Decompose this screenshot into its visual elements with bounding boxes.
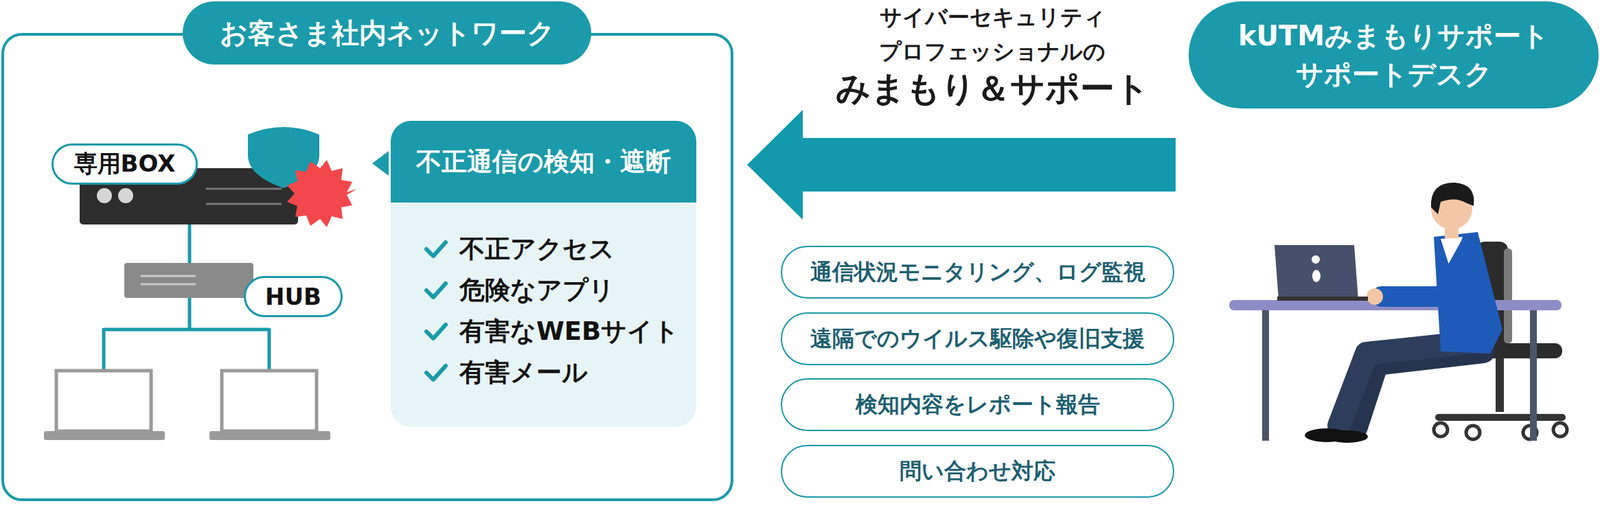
person-illustration-part	[1553, 423, 1568, 437]
person-illustration-part	[1431, 182, 1475, 215]
laptop-icon-part	[209, 431, 331, 441]
network-wires-part	[188, 224, 192, 264]
check-icon	[423, 238, 449, 260]
check-mark	[426, 366, 446, 380]
service-pill: 検知内容をレポート報告	[780, 378, 1175, 432]
check-icon	[423, 321, 449, 342]
device-label: HUB	[243, 276, 343, 318]
person-illustration-part	[1274, 245, 1359, 301]
service-pill: 遠隔でのウイルス駆除や復旧支援	[780, 312, 1175, 366]
check-item: 不正アクセス	[423, 228, 697, 270]
server-device-part	[206, 188, 282, 191]
person-illustration-part	[1312, 269, 1321, 283]
check-item: 危険なアプリ	[423, 269, 697, 312]
person-illustration-part	[1503, 248, 1513, 344]
callout-title: 不正通信の検知・遮断	[390, 120, 697, 203]
network-wires-part	[188, 298, 192, 330]
person-illustration-part	[1523, 425, 1537, 440]
laptop-icon	[43, 370, 331, 441]
service-pill: 問い合わせ対応	[780, 444, 1175, 498]
person-illustration-part	[1366, 288, 1384, 305]
hub-device-part	[124, 263, 254, 299]
check-item-text: 有害メール	[459, 355, 588, 391]
laptop-icon-part	[221, 370, 317, 432]
check-icon	[423, 280, 449, 301]
check-mark	[426, 242, 446, 257]
person-illustration-part	[1229, 300, 1562, 311]
person-illustration-part	[1440, 236, 1463, 270]
desk-text: kUTMみまもりサポート サポートデスク	[1232, 16, 1556, 94]
network-wires-part	[267, 328, 272, 371]
alert-burst-part	[287, 160, 358, 228]
hub-device-part	[140, 275, 196, 278]
person-illustration-part	[1529, 309, 1537, 441]
person-illustration-part	[1304, 428, 1349, 443]
alert-burst	[287, 160, 358, 228]
person-illustration-part	[1381, 247, 1470, 297]
person-illustration-part	[1326, 430, 1368, 443]
person-illustration-part	[1277, 296, 1368, 301]
callout-pointer	[372, 151, 389, 176]
person-illustration-part	[1311, 255, 1320, 264]
server-device-part	[206, 203, 282, 206]
hub-device	[124, 263, 254, 299]
panel-title: お客さま社内ネットワーク	[182, 1, 592, 65]
person-illustration-part	[1339, 341, 1477, 426]
support-desk-box: kUTMみまもりサポート サポートデスク	[1188, 1, 1599, 109]
service-pill: 通信状況モニタリング、ログ監視	[780, 245, 1175, 299]
network-panel: お客さま社内ネットワーク専用BOXHUB不正通信の検知・遮断不正アクセス危険なア…	[1, 32, 734, 502]
headline-label: みまもり＆サポート	[786, 67, 1199, 110]
check-item: 有害なWEBサイト	[423, 311, 697, 353]
shield-icon-part	[247, 127, 320, 189]
person-illustration-part	[1262, 309, 1270, 441]
check-icon	[423, 362, 449, 384]
server-device-part	[118, 188, 134, 204]
server-device-part	[96, 188, 112, 204]
person-illustration	[1229, 182, 1568, 443]
check-mark	[426, 283, 446, 298]
person-illustration-part	[1438, 414, 1563, 421]
network-wires-part	[102, 328, 106, 371]
check-list: 不正アクセス危険なアプリ有害なWEBサイト有害メール	[390, 202, 697, 394]
check-item-text: 不正アクセス	[459, 232, 615, 267]
person-illustration-part	[1448, 343, 1563, 359]
person-illustration-part	[1356, 351, 1484, 428]
tagline-label: サイバーセキュリティ プロフェッショナルの	[841, 0, 1144, 69]
person-illustration-part	[1466, 425, 1480, 440]
network-wires-part	[103, 328, 270, 332]
person-illustration-part	[1444, 223, 1459, 239]
callout-box: 不正通信の検知・遮断不正アクセス危険なアプリ有害なWEBサイト有害メール	[390, 120, 697, 428]
person-illustration-part	[1495, 357, 1504, 413]
callout-pointer-part	[372, 151, 389, 176]
shield-icon	[247, 127, 320, 189]
check-item-text: 危険なアプリ	[459, 273, 615, 308]
person-illustration-part	[1433, 232, 1503, 354]
flow-arrow	[747, 109, 1176, 220]
hub-device-part	[140, 283, 196, 286]
pill-text: 専用BOX	[74, 148, 176, 180]
service-text: 問い合わせ対応	[899, 456, 1056, 487]
pill-text: HUB	[265, 282, 322, 311]
laptop-icon-part	[56, 370, 152, 432]
service-text: 通信状況モニタリング、ログ監視	[810, 257, 1146, 288]
check-item: 有害メール	[423, 352, 697, 394]
device-label: 専用BOX	[51, 143, 198, 185]
service-text: 遠隔でのウイルス駆除や復旧支援	[810, 324, 1145, 355]
person-illustration-part	[1431, 188, 1473, 230]
service-text: 検知内容をレポート報告	[855, 390, 1101, 421]
laptop-icon-part	[43, 431, 165, 441]
check-item-text: 有害なWEBサイト	[459, 314, 680, 349]
person-illustration-part	[1433, 423, 1448, 437]
check-mark	[426, 324, 446, 339]
person-illustration-part	[1476, 241, 1508, 347]
